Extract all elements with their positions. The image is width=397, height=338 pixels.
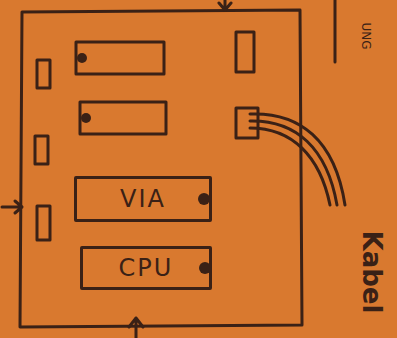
chip-notch [77,53,87,63]
chip [76,42,164,74]
chip-box: CPU [80,246,212,290]
cable [250,121,337,205]
cable [250,128,330,205]
chip-box: VIA [74,176,212,222]
chip-notch [198,193,210,205]
arrow [129,318,143,338]
part-label: UNG [359,22,373,49]
connector [35,136,48,164]
chip-label: VIA [120,185,166,213]
edge-line [334,0,337,62]
arrow [2,201,22,213]
part-label: Kabel [357,231,387,314]
board-outline [20,10,302,327]
chip [80,102,166,134]
chip-notch [81,113,91,123]
cable [250,114,345,205]
connector [37,60,50,88]
connector [37,206,50,240]
chip-label: CPU [119,254,174,282]
connector [236,32,254,72]
arrow [219,0,231,10]
